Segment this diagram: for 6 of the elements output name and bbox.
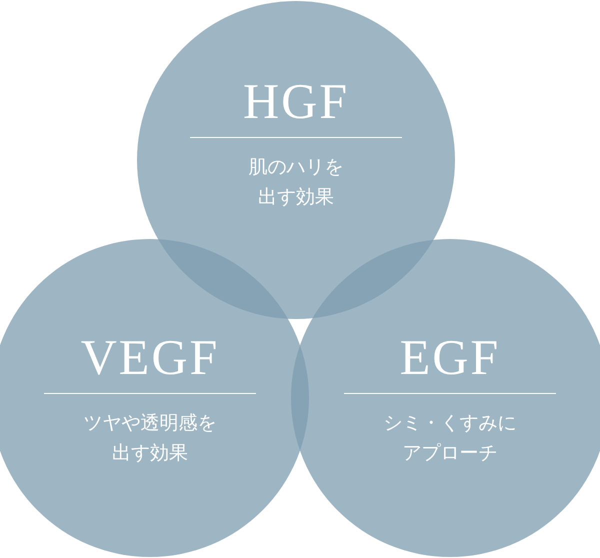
circle-description: ツヤや透明感を出す効果 <box>82 411 218 466</box>
circle-heading: HGF <box>242 73 350 129</box>
circle-heading: VEGF <box>80 329 220 385</box>
circle-description: シミ・くすみにアプローチ <box>382 411 518 466</box>
circle-heading: EGF <box>400 329 500 385</box>
circle-description: 肌のハリを出す効果 <box>247 155 344 210</box>
